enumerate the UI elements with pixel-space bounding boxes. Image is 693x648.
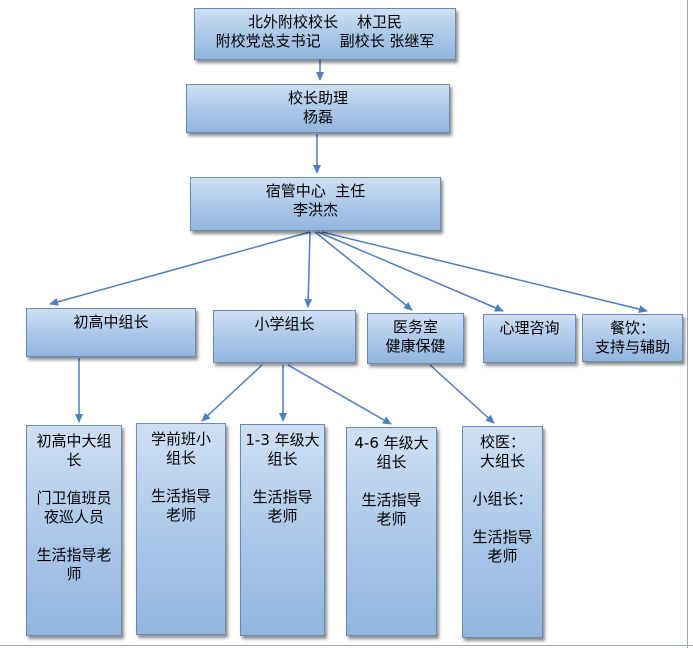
node-text-line (27, 470, 121, 489)
node-primary-leader: 小学组长 (213, 310, 356, 363)
node-text-line: 附校党总支书记 副校长 张继军 (215, 32, 435, 50)
node-middle-high-leader: 初高中组长 (26, 308, 196, 357)
node-school-doctor: 校医：大组长 小组长： 生活指导老师 (462, 426, 543, 638)
node-dining: 餐饮：支持与辅助 (582, 314, 683, 362)
node-text-line: 生活指导 (252, 488, 313, 506)
node-text-line: 健康保健 (385, 337, 446, 355)
arrow-dorm-to-dining (321, 231, 648, 313)
frame-bottom-border (0, 645, 693, 646)
arrow-primary-to-preschool (201, 364, 263, 422)
node-middle-high-detail: 初高中大组长 门卫值班员夜巡人员 生活指导老师 (26, 425, 122, 636)
node-text-line: 初高中大组 (36, 432, 112, 450)
node-text-line: 生活指导老 (36, 546, 112, 564)
node-text-line: 门卫值班员 (36, 489, 112, 507)
node-text-line: 心理咨询 (499, 319, 560, 337)
node-preschool: 学前班小组长 生活指导老师 (136, 423, 226, 635)
node-text-line: 支持与辅助 (594, 338, 670, 356)
node-text-line: 4-6 年级大 (354, 434, 429, 452)
node-text-line: 餐饮： (609, 319, 655, 337)
node-text-line (463, 509, 542, 528)
node-grade-1-3: 1-3 年级大组长 生活指导老师 (240, 424, 325, 636)
node-text-line: 校长助理 (287, 89, 348, 107)
node-text-line: 北外附校校长 林卫民 (247, 13, 403, 31)
node-dorm-center: 宿管中心 主任李洪杰 (190, 177, 441, 231)
arrow-dorm-to-counsel (317, 231, 504, 312)
node-text-line: 老师 (487, 547, 518, 565)
node-text-line (241, 469, 324, 488)
node-text-line: 杨磊 (302, 108, 333, 126)
node-text-line: 组长 (376, 453, 407, 471)
arrow-dorm-to-primary (304, 231, 313, 308)
node-text-line: 小组长： (472, 490, 533, 508)
arrow-primary-to-g4-6 (287, 364, 392, 425)
node-text-line: 学前班小 (150, 430, 211, 448)
node-text-line: 生活指导 (150, 487, 211, 505)
node-text-line: 医务室 (392, 318, 438, 336)
node-text-line: 初高中组长 (73, 313, 149, 331)
arrow-dorm-to-medical (314, 231, 413, 311)
node-text-line (347, 472, 436, 491)
node-grade-4-6: 4-6 年级大组长 生活指导老师 (346, 427, 437, 636)
node-text-line: 李洪杰 (292, 201, 338, 219)
node-principal: 北外附校校长 林卫民附校党总支书记 副校长 张继军 (194, 8, 456, 60)
node-text-line: 老师 (376, 510, 407, 528)
node-counseling: 心理咨询 (483, 314, 576, 363)
frame-right-border (687, 0, 688, 648)
node-text-line: 生活指导 (361, 491, 422, 509)
node-text-line: 组长 (165, 449, 196, 467)
node-text-line: 夜巡人员 (43, 508, 104, 526)
node-text-line (27, 527, 121, 546)
arrow-dorm-to-middle-high (49, 231, 311, 306)
node-text-line: 生活指导 (472, 528, 533, 546)
arrow-medical-to-doctor (429, 364, 495, 424)
node-text-line: 大组长 (479, 452, 525, 470)
node-text-line: 校医： (479, 433, 525, 451)
node-text-line: 小学组长 (254, 315, 315, 333)
node-text-line: 宿管中心 主任 (265, 182, 366, 200)
node-text-line (463, 471, 542, 490)
node-text-line (137, 468, 225, 487)
node-text-line: 长 (66, 451, 82, 469)
node-text-line: 组长 (267, 450, 298, 468)
node-assistant: 校长助理杨磊 (186, 84, 450, 133)
node-text-line: 老师 (267, 507, 298, 525)
node-text-line: 老师 (165, 506, 196, 524)
node-medical-room: 医务室健康保健 (367, 313, 464, 364)
node-text-line: 1-3 年级大 (245, 431, 320, 449)
node-text-line: 师 (66, 565, 82, 583)
